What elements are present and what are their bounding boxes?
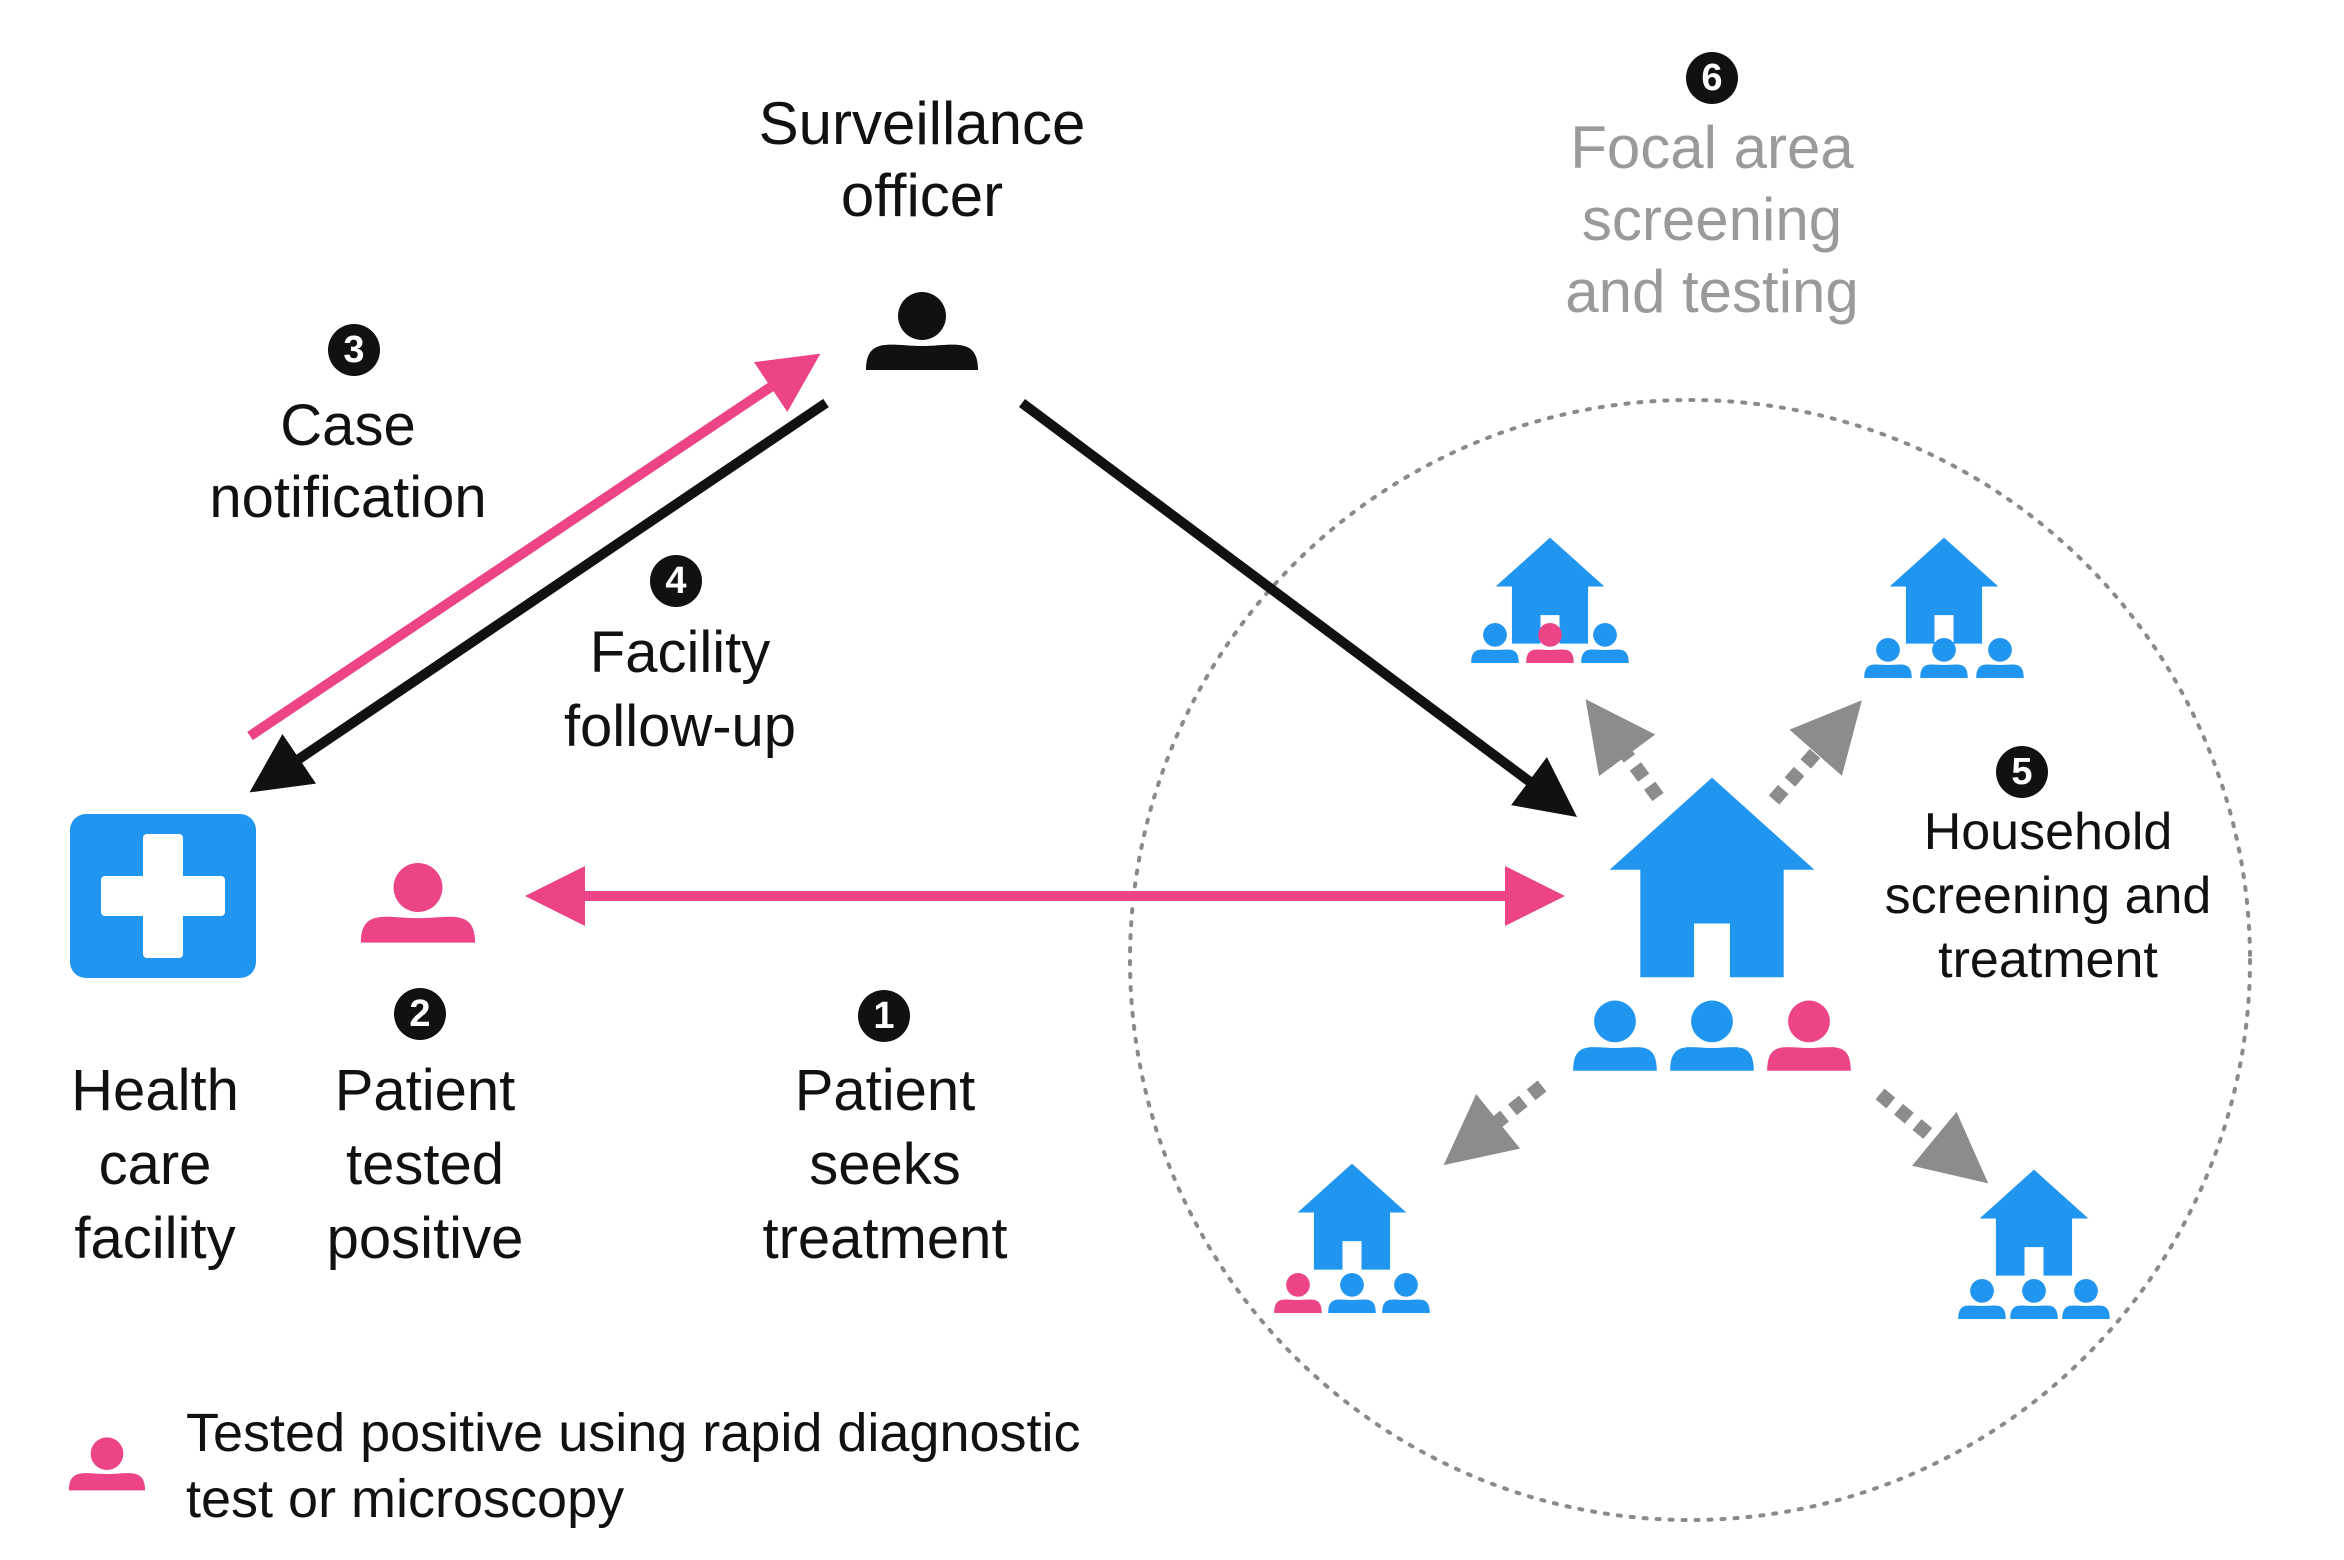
health-care-facility-label: Health care facility [71, 1058, 239, 1271]
neighbor-household-bottom-left [1274, 1163, 1430, 1313]
focal-area-label: Focal area screening and testing [1565, 114, 1859, 325]
focal-area-boundary [1128, 398, 2252, 1522]
legend-person-icon [68, 1437, 146, 1491]
spread-arrow-top-right [1768, 700, 1862, 805]
household-house-icon [1609, 777, 1815, 978]
surveillance-officer-person-icon [866, 292, 978, 370]
spread-arrow-bottom-right [1875, 1088, 1989, 1184]
spread-arrow-bottom-left [1443, 1080, 1547, 1166]
facility-follow-up-label: Facility follow-up [563, 620, 797, 759]
patient-person-icon [360, 863, 476, 943]
neighbor-household-bottom-right [1958, 1169, 2110, 1319]
step-6-badge: 6 [1686, 52, 1738, 104]
neighbor-household-top-left [1471, 537, 1629, 663]
step-1-badge: 1 [858, 990, 910, 1042]
facility-follow-up-arrow [249, 398, 829, 793]
step-3-badge: 3 [328, 324, 380, 376]
officer-to-household-arrow [1019, 398, 1578, 817]
step-4-badge: 4 [650, 555, 702, 607]
step-2-badge: 2 [394, 988, 446, 1040]
neighbor-household-top-right [1864, 537, 2024, 678]
surveillance-officer-label: Surveillance officer [758, 90, 1086, 229]
case-notification-arrow [247, 353, 821, 741]
spread-arrow-top-left [1585, 699, 1664, 802]
patient-tested-positive-label: Patient tested positive [326, 1058, 524, 1271]
patient-seeks-treatment-label: Patient seeks treatment [762, 1058, 1008, 1271]
medical-cross-icon [70, 814, 256, 978]
step-5-badge: 5 [1996, 746, 2048, 798]
case-notification-label: Case notification [209, 393, 487, 530]
household-members [1573, 1000, 1851, 1071]
household-screening-label: Household screening and treatment [1884, 803, 2212, 989]
legend-text: Tested positive using rapid diagnostic t… [186, 1403, 1081, 1529]
